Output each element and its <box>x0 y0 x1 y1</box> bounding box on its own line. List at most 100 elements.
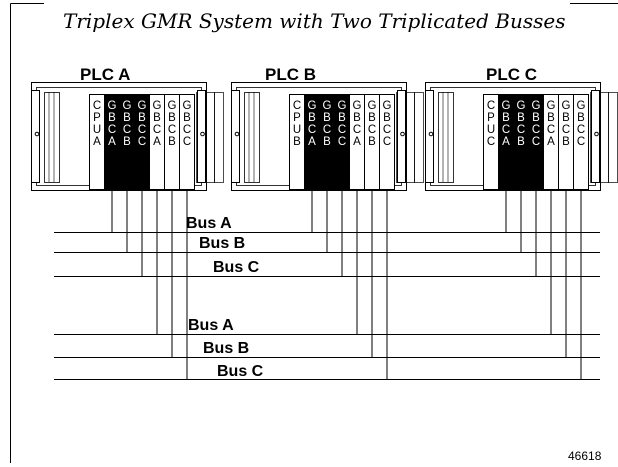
module-label-char: G <box>338 100 347 112</box>
module-label-char: G <box>153 100 162 112</box>
module-label-char: P <box>93 112 101 124</box>
module-label-char: P <box>293 112 301 124</box>
module-label-char: C <box>577 136 585 148</box>
module-label-char: U <box>487 124 495 136</box>
module-label-char: C <box>368 124 376 136</box>
bus-label: Bus C <box>213 259 260 276</box>
module-label-char: B <box>323 112 331 124</box>
module-label-char: G <box>547 100 556 112</box>
module-label-char: B <box>338 112 346 124</box>
module-label-char: C <box>577 124 585 136</box>
module-label-char: G <box>368 100 377 112</box>
module-label-char: P <box>487 112 495 124</box>
module-label-char: C <box>338 124 346 136</box>
mounting-bracket-left <box>31 90 40 183</box>
module-label-char: C <box>183 136 191 148</box>
power-supply <box>244 92 260 183</box>
module-label-char: G <box>532 100 541 112</box>
module-label-char: C <box>547 124 555 136</box>
power-supply <box>438 92 454 183</box>
module-label-char: C <box>383 136 391 148</box>
module-label-char: G <box>353 100 362 112</box>
module-label-char: B <box>562 112 570 124</box>
module-label-char: G <box>383 100 392 112</box>
module-label-char: G <box>562 100 571 112</box>
module-label-char: G <box>517 100 526 112</box>
module-label-char: C <box>532 136 540 148</box>
module-label-char: C <box>562 124 570 136</box>
bus-label: Bus A <box>188 317 234 334</box>
mounting-bracket-right <box>197 90 206 183</box>
module-label-char: C <box>153 124 161 136</box>
module-label-char: A <box>547 136 555 148</box>
module-label-char: B <box>517 112 525 124</box>
module-label-char: C <box>323 124 331 136</box>
module-label-char: B <box>168 136 176 148</box>
module-label-char: G <box>183 100 192 112</box>
power-supply <box>44 92 60 183</box>
mounting-bracket-right <box>397 90 406 183</box>
module-label-char: B <box>293 136 301 148</box>
module-label-char: G <box>123 100 132 112</box>
module-label-char: C <box>532 124 540 136</box>
module-label-char: B <box>368 112 376 124</box>
module-label-char: C <box>293 100 301 112</box>
module-label-char: B <box>153 112 161 124</box>
module-label-char: C <box>93 100 101 112</box>
module-label-char: G <box>168 100 177 112</box>
module-label-char: A <box>353 136 361 148</box>
module-label-char: B <box>123 136 131 148</box>
module-label-char: C <box>138 136 146 148</box>
module-label-char: G <box>108 100 117 112</box>
module-label-char: B <box>368 136 376 148</box>
module-label-char: C <box>183 124 191 136</box>
module-label-char: A <box>153 136 161 148</box>
module-label-char: B <box>138 112 146 124</box>
module-label-char: B <box>353 112 361 124</box>
module-label-char: B <box>123 112 131 124</box>
module-label-char: A <box>93 136 101 148</box>
module-label-char: G <box>138 100 147 112</box>
bus-label: Bus B <box>199 235 245 252</box>
module-label-char: B <box>577 112 585 124</box>
module-label-char: B <box>168 112 176 124</box>
bus-label: Bus A <box>186 215 232 232</box>
module-label-char: B <box>532 112 540 124</box>
module-label-char: G <box>502 100 511 112</box>
module-label-char: B <box>183 112 191 124</box>
module-label-char: G <box>308 100 317 112</box>
plc-label: PLC C <box>486 65 537 84</box>
module-label-char: C <box>123 124 131 136</box>
module-label-char: C <box>487 100 495 112</box>
module-label-char: B <box>502 112 510 124</box>
module-label-char: U <box>93 124 101 136</box>
module-label-char: B <box>108 112 116 124</box>
plc-label: PLC B <box>265 65 316 84</box>
module-label-char: B <box>383 112 391 124</box>
module-label-char: G <box>577 100 586 112</box>
module-label-char: C <box>502 124 510 136</box>
plc-label: PLC A <box>80 65 130 84</box>
module-label-char: B <box>308 112 316 124</box>
module-label-char: B <box>323 136 331 148</box>
